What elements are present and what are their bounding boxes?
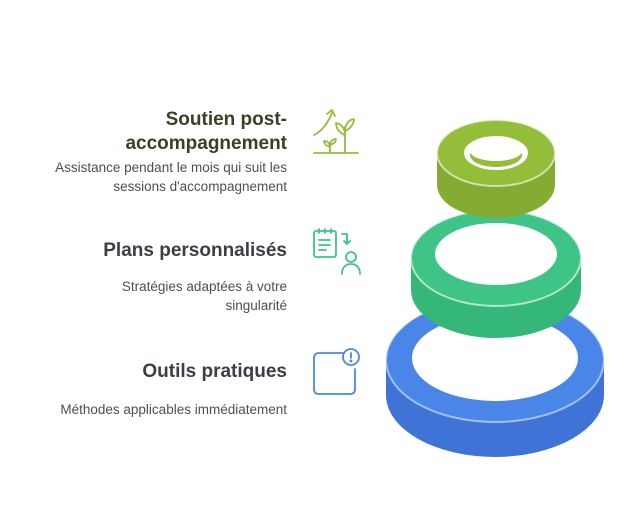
alert-square-icon bbox=[313, 348, 360, 395]
step-title-line2: accompagnement bbox=[125, 133, 287, 154]
step-description-line2: sessions d'accompagnement bbox=[113, 179, 287, 194]
step-outils-pratiques: Outils pratiques Méthodes applicables im… bbox=[0, 360, 287, 419]
step-description-line1: Stratégies adaptées à votre bbox=[121, 279, 287, 294]
step-title: Soutien post- accompagnement bbox=[0, 108, 287, 156]
step-title: Plans personnalisés bbox=[103, 240, 287, 261]
step-description-line1: Méthodes applicables immédiatement bbox=[60, 402, 287, 417]
plant-growth-icon bbox=[313, 109, 359, 154]
ring-plans-personnalises bbox=[410, 209, 582, 338]
step-description: Stratégies adaptées à votre singularité bbox=[0, 277, 287, 315]
step-description-line2: singularité bbox=[225, 298, 287, 313]
ring-soutien-post-accompagnement bbox=[436, 119, 556, 218]
step-title: Outils pratiques bbox=[142, 361, 287, 382]
step-title-line1: Soutien post- bbox=[165, 109, 287, 130]
ring-outils-pratiques bbox=[385, 297, 605, 457]
step-soutien-post-accompagnement: Soutien post- accompagnement Assistance … bbox=[0, 108, 287, 196]
clipboard-person-icon bbox=[313, 228, 361, 275]
step-description: Méthodes applicables immédiatement bbox=[0, 400, 287, 419]
step-plans-personnalises: Plans personnalisés Stratégies adaptées … bbox=[0, 239, 287, 315]
step-description-line1: Assistance pendant le mois qui suit les bbox=[55, 160, 287, 175]
step-description: Assistance pendant le mois qui suit les … bbox=[0, 158, 287, 196]
